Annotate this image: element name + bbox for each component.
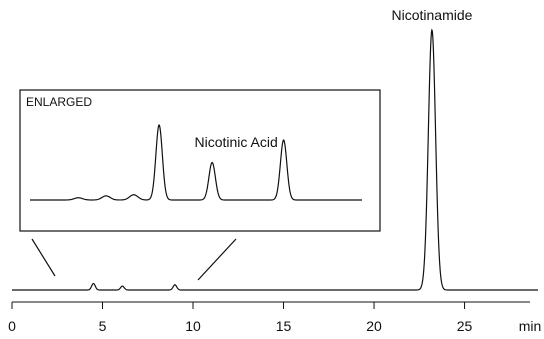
- zoom-connector-right: [197, 238, 237, 281]
- inset-trace-line: [30, 123, 362, 201]
- nicotinic-acid-label: Nicotinic Acid: [195, 134, 278, 150]
- inset-frame: [19, 89, 381, 232]
- x-axis-unit-label: min: [519, 318, 542, 334]
- x-tick-label: 10: [185, 318, 201, 334]
- nicotinamide-label: Nicotinamide: [391, 7, 472, 23]
- x-tick-label: 20: [366, 318, 382, 334]
- x-axis-ticks: 0 5 10 15 20 25: [8, 302, 473, 334]
- x-tick-label: 25: [457, 318, 473, 334]
- inset-title: ENLARGED: [26, 95, 92, 109]
- main-plot: 0 5 10 15 20 25 min Nicotinamide: [8, 7, 541, 334]
- main-trace-line: [12, 28, 538, 291]
- inset-plot: ENLARGED Nicotinic Acid: [19, 89, 381, 232]
- x-tick-label: 5: [99, 318, 107, 334]
- x-tick-label: 15: [276, 318, 292, 334]
- zoom-connector-left: [31, 238, 56, 277]
- x-tick-label: 0: [8, 318, 16, 334]
